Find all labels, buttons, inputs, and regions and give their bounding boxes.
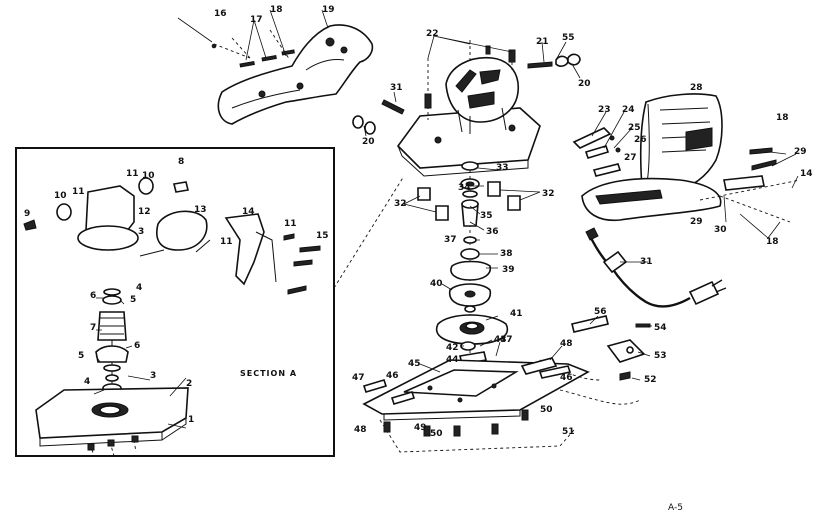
section-callout-3a: 3 (138, 227, 144, 237)
section-a-inset (15, 147, 405, 457)
section-callout-5a: 5 (130, 295, 136, 305)
section-callout-11b: 11 (126, 169, 139, 179)
callout-49: 49 (414, 423, 427, 433)
section-callout-1: 1 (188, 415, 194, 425)
section-callout-10b: 10 (142, 171, 155, 181)
callout-52: 52 (644, 375, 657, 385)
handle-assembly (211, 24, 374, 125)
section-callout-14: 14 (242, 207, 255, 217)
callout-18c: 18 (766, 237, 779, 247)
section-callout-2: 2 (186, 379, 192, 389)
callout-56: 56 (594, 307, 607, 317)
clamp-parts (362, 315, 651, 437)
section-callout-6a: 6 (90, 291, 96, 301)
housing-cover (640, 93, 723, 193)
callout-44: 44 (446, 355, 459, 365)
callout-18b: 18 (776, 113, 789, 123)
section-callout-3b: 3 (150, 371, 156, 381)
callout-24: 24 (622, 105, 635, 115)
callout-45: 45 (408, 359, 421, 369)
callout-14a: 14 (800, 169, 813, 179)
callout-38: 38 (500, 249, 513, 259)
callout-54: 54 (654, 323, 667, 333)
callout-31b: 31 (640, 257, 653, 267)
section-callout-4a: 4 (136, 283, 142, 293)
callout-46a: 46 (560, 373, 573, 383)
section-callout-6b: 6 (134, 341, 140, 351)
callout-18: 18 (270, 5, 283, 15)
section-callout-10a: 10 (54, 191, 67, 201)
callout-51: 51 (562, 427, 575, 437)
callout-35: 35 (480, 211, 493, 221)
callout-46b: 46 (386, 371, 399, 381)
callout-43: 43 (494, 335, 507, 345)
section-callout-5b: 5 (78, 351, 84, 361)
callout-29a: 29 (794, 147, 807, 157)
callout-17: 17 (250, 15, 263, 25)
callout-30: 30 (714, 225, 727, 235)
callout-47a: 47 (500, 335, 513, 345)
callout-42: 42 (446, 343, 459, 353)
power-cord (585, 227, 727, 308)
callout-36: 36 (486, 227, 499, 237)
section-callout-11c: 11 (284, 219, 297, 229)
callout-leaders (177, 9, 799, 381)
section-label: SECTION A (240, 369, 297, 378)
screws-left (352, 99, 405, 135)
callout-19: 19 (322, 5, 335, 15)
callout-numbers: 16 17 18 19 22 21 55 20 31 20 23 24 25 2… (214, 5, 813, 439)
callout-16: 16 (214, 9, 227, 19)
callout-29b: 29 (690, 217, 703, 227)
callout-33: 33 (496, 163, 509, 173)
section-callout-12: 12 (138, 207, 151, 217)
screws-top-right (527, 53, 581, 69)
section-callout-11d: 11 (220, 237, 233, 247)
callout-37: 37 (444, 235, 457, 245)
callout-48b: 48 (354, 425, 367, 435)
callout-25: 25 (628, 123, 641, 133)
section-callout-4b: 4 (84, 377, 90, 387)
callout-40: 40 (430, 279, 443, 289)
section-callout-15: 15 (316, 231, 329, 241)
callout-32a: 32 (394, 199, 407, 209)
callout-48a: 48 (560, 339, 573, 349)
callout-39: 39 (502, 265, 515, 275)
callout-21: 21 (536, 37, 549, 47)
callout-23: 23 (598, 105, 611, 115)
section-callout-numbers: 10 11 11 10 8 12 13 14 11 9 3 11 15 6 4 … (24, 157, 329, 425)
page-label: A-5 (668, 503, 683, 513)
callout-50a: 50 (430, 429, 443, 439)
callout-26: 26 (634, 135, 647, 145)
callout-47b: 47 (352, 373, 365, 383)
callout-31a: 31 (390, 83, 403, 93)
callout-32b: 32 (542, 189, 555, 199)
section-callout-8: 8 (178, 157, 184, 167)
bearing-stack (417, 161, 521, 380)
callout-20: 20 (578, 79, 591, 89)
callout-55: 55 (562, 33, 575, 43)
rear-grip (581, 175, 801, 223)
base-plate (362, 359, 641, 453)
section-callout-13: 13 (194, 205, 207, 215)
section-callout-7: 7 (90, 323, 96, 333)
motor-assembly (396, 40, 541, 177)
callout-20b: 20 (362, 137, 375, 147)
callout-34: 34 (458, 183, 471, 193)
callout-53: 53 (654, 351, 667, 361)
callout-28: 28 (690, 83, 703, 93)
section-callout-11a: 11 (72, 187, 85, 197)
callout-27: 27 (624, 153, 637, 163)
callout-50b: 50 (540, 405, 553, 415)
section-callout-9: 9 (24, 209, 30, 219)
callout-22: 22 (426, 29, 439, 39)
callout-41: 41 (510, 309, 523, 319)
